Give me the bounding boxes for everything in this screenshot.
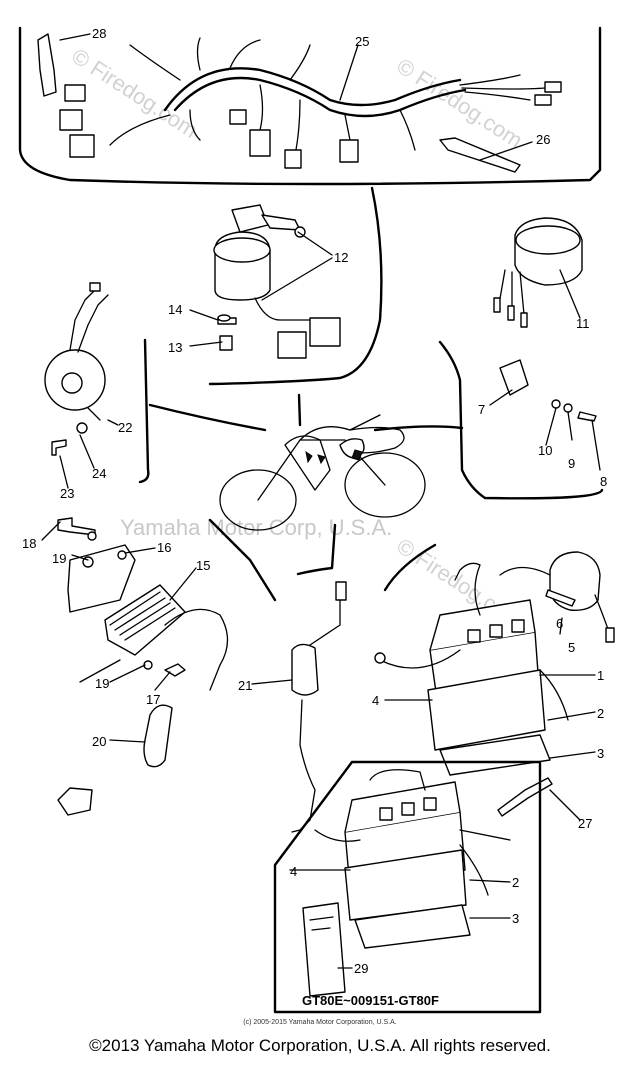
neutral-switch [291, 581, 347, 833]
label-21: 21 [238, 678, 252, 693]
label-24: 24 [92, 466, 106, 481]
wire-band [439, 137, 521, 173]
label-27: 27 [578, 816, 592, 831]
wire-harness [59, 37, 562, 169]
regulator-plate [67, 544, 136, 613]
label-15: 15 [196, 558, 210, 573]
inset-label-3: 3 [512, 911, 519, 926]
label-26: 26 [536, 132, 550, 147]
label-25: 25 [355, 34, 369, 49]
fuse-holder [497, 777, 553, 817]
part-labels: 28 25 26 12 11 14 13 7 10 9 8 22 24 23 1… [22, 26, 607, 1008]
watermark-firedog-top: © Firedog.com [392, 53, 527, 153]
group-boundaries [18, 26, 604, 602]
leader-lines [41, 33, 601, 969]
harness-bracket [37, 33, 57, 97]
ignition-coil-top [493, 217, 583, 328]
label-10: 10 [538, 443, 552, 458]
label-5: 5 [568, 640, 575, 655]
cdi-unit [79, 584, 229, 691]
label-11: 11 [576, 316, 590, 331]
label-16: 16 [157, 540, 171, 555]
label-19b: 19 [95, 676, 109, 691]
inset-label-2: 2 [512, 875, 519, 890]
label-14: 14 [168, 302, 182, 317]
label-8: 8 [600, 474, 607, 489]
label-22: 22 [118, 420, 132, 435]
copyright-notice: ©2013 Yamaha Motor Corporation, U.S.A. A… [89, 1036, 551, 1055]
front-arrow-icon [57, 787, 93, 816]
label-20: 20 [92, 734, 106, 749]
horn [44, 282, 109, 421]
small-copyright: (c) 2005-2015 Yamaha Motor Corporation, … [243, 1019, 397, 1026]
inset-label-29: 29 [354, 961, 368, 976]
rectifier-hardware [499, 359, 597, 422]
label-18: 18 [22, 536, 36, 551]
inset-box [273, 760, 542, 1014]
label-1: 1 [597, 668, 604, 683]
label-2: 2 [597, 706, 604, 721]
label-4: 4 [372, 693, 379, 708]
inset-label-4: 4 [290, 864, 297, 879]
label-23: 23 [60, 486, 74, 501]
mount-washer [87, 531, 97, 541]
label-13: 13 [168, 340, 182, 355]
horn-bolt [51, 439, 67, 456]
horn-washer [76, 422, 88, 434]
ignition-coil-right [499, 551, 615, 643]
label-28: 28 [92, 26, 106, 41]
label-17: 17 [146, 692, 160, 707]
label-19a: 19 [52, 551, 66, 566]
motorcycle-outline [219, 414, 426, 531]
label-12: 12 [334, 250, 348, 265]
battery-main [374, 562, 569, 776]
spark-plug-cap [143, 704, 173, 768]
label-6: 6 [556, 616, 563, 631]
label-3: 3 [597, 746, 604, 761]
watermark-yamaha: Yamaha Motor Corp, U.S.A. [120, 515, 392, 540]
label-9: 9 [568, 456, 575, 471]
inset-caption: GT80E~009151-GT80F [302, 993, 439, 1008]
label-7: 7 [478, 402, 485, 417]
main-switch [213, 204, 341, 359]
